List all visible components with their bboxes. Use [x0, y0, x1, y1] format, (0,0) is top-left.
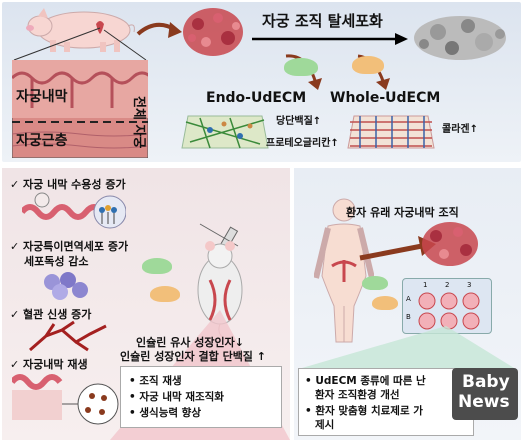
- summary-3: • 환자 맞춤형 치료제로 가: [305, 405, 423, 417]
- well-col-3: 3: [467, 281, 472, 289]
- pig-illustration: [26, 8, 135, 52]
- check-icon: ✓: [10, 308, 24, 321]
- watermark-line-2: News: [458, 392, 510, 412]
- summary-2: 환자 조직환경 개선: [315, 389, 400, 401]
- summary-1: • UdECM 종류에 따른 난: [305, 375, 426, 387]
- myometrium-label: 자궁근층: [16, 133, 68, 149]
- check-icon: ✓: [10, 240, 24, 253]
- effect-4-label: 혈관 신생 증가: [23, 308, 92, 321]
- effect-3: 세포독성 감소: [24, 255, 89, 268]
- check-icon: ✓: [10, 178, 24, 191]
- outcome-1: • 조직 재생: [129, 375, 182, 387]
- effect-4: ✓ 혈관 신생 증가: [10, 306, 91, 322]
- endo-gel-culture: [362, 276, 388, 290]
- decellularized-tissue: [414, 16, 506, 60]
- endo-gel-injection: [142, 258, 172, 274]
- uterus-cross-section: [12, 60, 148, 158]
- well-row-a: A: [406, 295, 411, 303]
- well-col-2: 2: [445, 281, 450, 289]
- zoom-lines: [13, 27, 147, 61]
- outcomes-box: • 조직 재생 • 자궁 내막 재조직화 • 생식능력 향상: [120, 366, 282, 428]
- babynews-watermark: Baby News: [452, 368, 518, 420]
- patient-tissue-cluster: [422, 222, 478, 266]
- effect-1-label: 자궁 내막 수용성 증가: [23, 178, 126, 191]
- whole-gel-blob: [352, 56, 384, 74]
- effect-1: ✓ 자궁 내막 수용성 증가: [10, 176, 126, 192]
- whole-feature-1: 콜라겐↑: [442, 124, 478, 135]
- growth-factor-2: 인슐린 성장인자 결합 단백질 ↑: [120, 350, 266, 363]
- regeneration-illustration: [12, 374, 119, 425]
- summary-4: 제시: [315, 419, 335, 431]
- tissue-cluster-red: [183, 8, 243, 56]
- well-cells: [418, 292, 480, 330]
- whole-gel-injection: [150, 286, 180, 302]
- outcome-3: • 생식능력 향상: [129, 407, 201, 419]
- summary-box: • UdECM 종류에 따른 난 환자 조직환경 개선 • 환자 맞춤형 치료제…: [298, 368, 474, 436]
- whole-uterus-label: 전체 자궁: [131, 96, 146, 149]
- patient-figure: [314, 198, 374, 343]
- receptivity-illustration: [22, 192, 126, 229]
- effect-5-label: 자궁내막 재생: [23, 358, 88, 371]
- whole-udecm-title: Whole-UdECM: [330, 90, 441, 106]
- endometrium-label: 자궁내막: [16, 89, 68, 105]
- whole-ecm-fibers: [347, 115, 435, 149]
- spotlight-green: [302, 326, 514, 368]
- process-title: 자궁 조직 탈세포화: [262, 12, 383, 30]
- endo-udecm-title: Endo-UdECM: [206, 90, 307, 106]
- effect-2-label: 자궁특이면역세포 증가: [23, 240, 129, 253]
- endo-feature-1: 당단백질↑: [276, 116, 322, 127]
- patient-tissue-label: 환자 유래 자궁내막 조직: [346, 206, 459, 219]
- whole-gel-culture: [372, 296, 398, 310]
- immune-cells: [44, 272, 88, 300]
- well-row-b: B: [406, 313, 411, 321]
- check-icon: ✓: [10, 358, 24, 371]
- well-plate: 1 2 3 A B: [402, 278, 492, 334]
- endo-feature-2: 프로테오글리칸↑: [266, 138, 339, 149]
- arrow-to-tissue: [136, 22, 182, 38]
- outcome-2: • 자궁 내막 재조직화: [129, 391, 224, 403]
- endo-gel-blob: [284, 58, 318, 76]
- well-col-1: 1: [423, 281, 428, 289]
- decell-arrow: [252, 33, 408, 45]
- effect-5: ✓ 자궁내막 재생: [10, 356, 88, 372]
- watermark-line-1: Baby: [462, 372, 510, 392]
- angiogenesis-vessels: [29, 320, 107, 352]
- effect-2: ✓ 자궁특이면역세포 증가: [10, 238, 128, 254]
- endo-ecm-fibers: [181, 115, 269, 149]
- growth-factor-1: 인슐린 유사 성장인자↓: [136, 336, 244, 349]
